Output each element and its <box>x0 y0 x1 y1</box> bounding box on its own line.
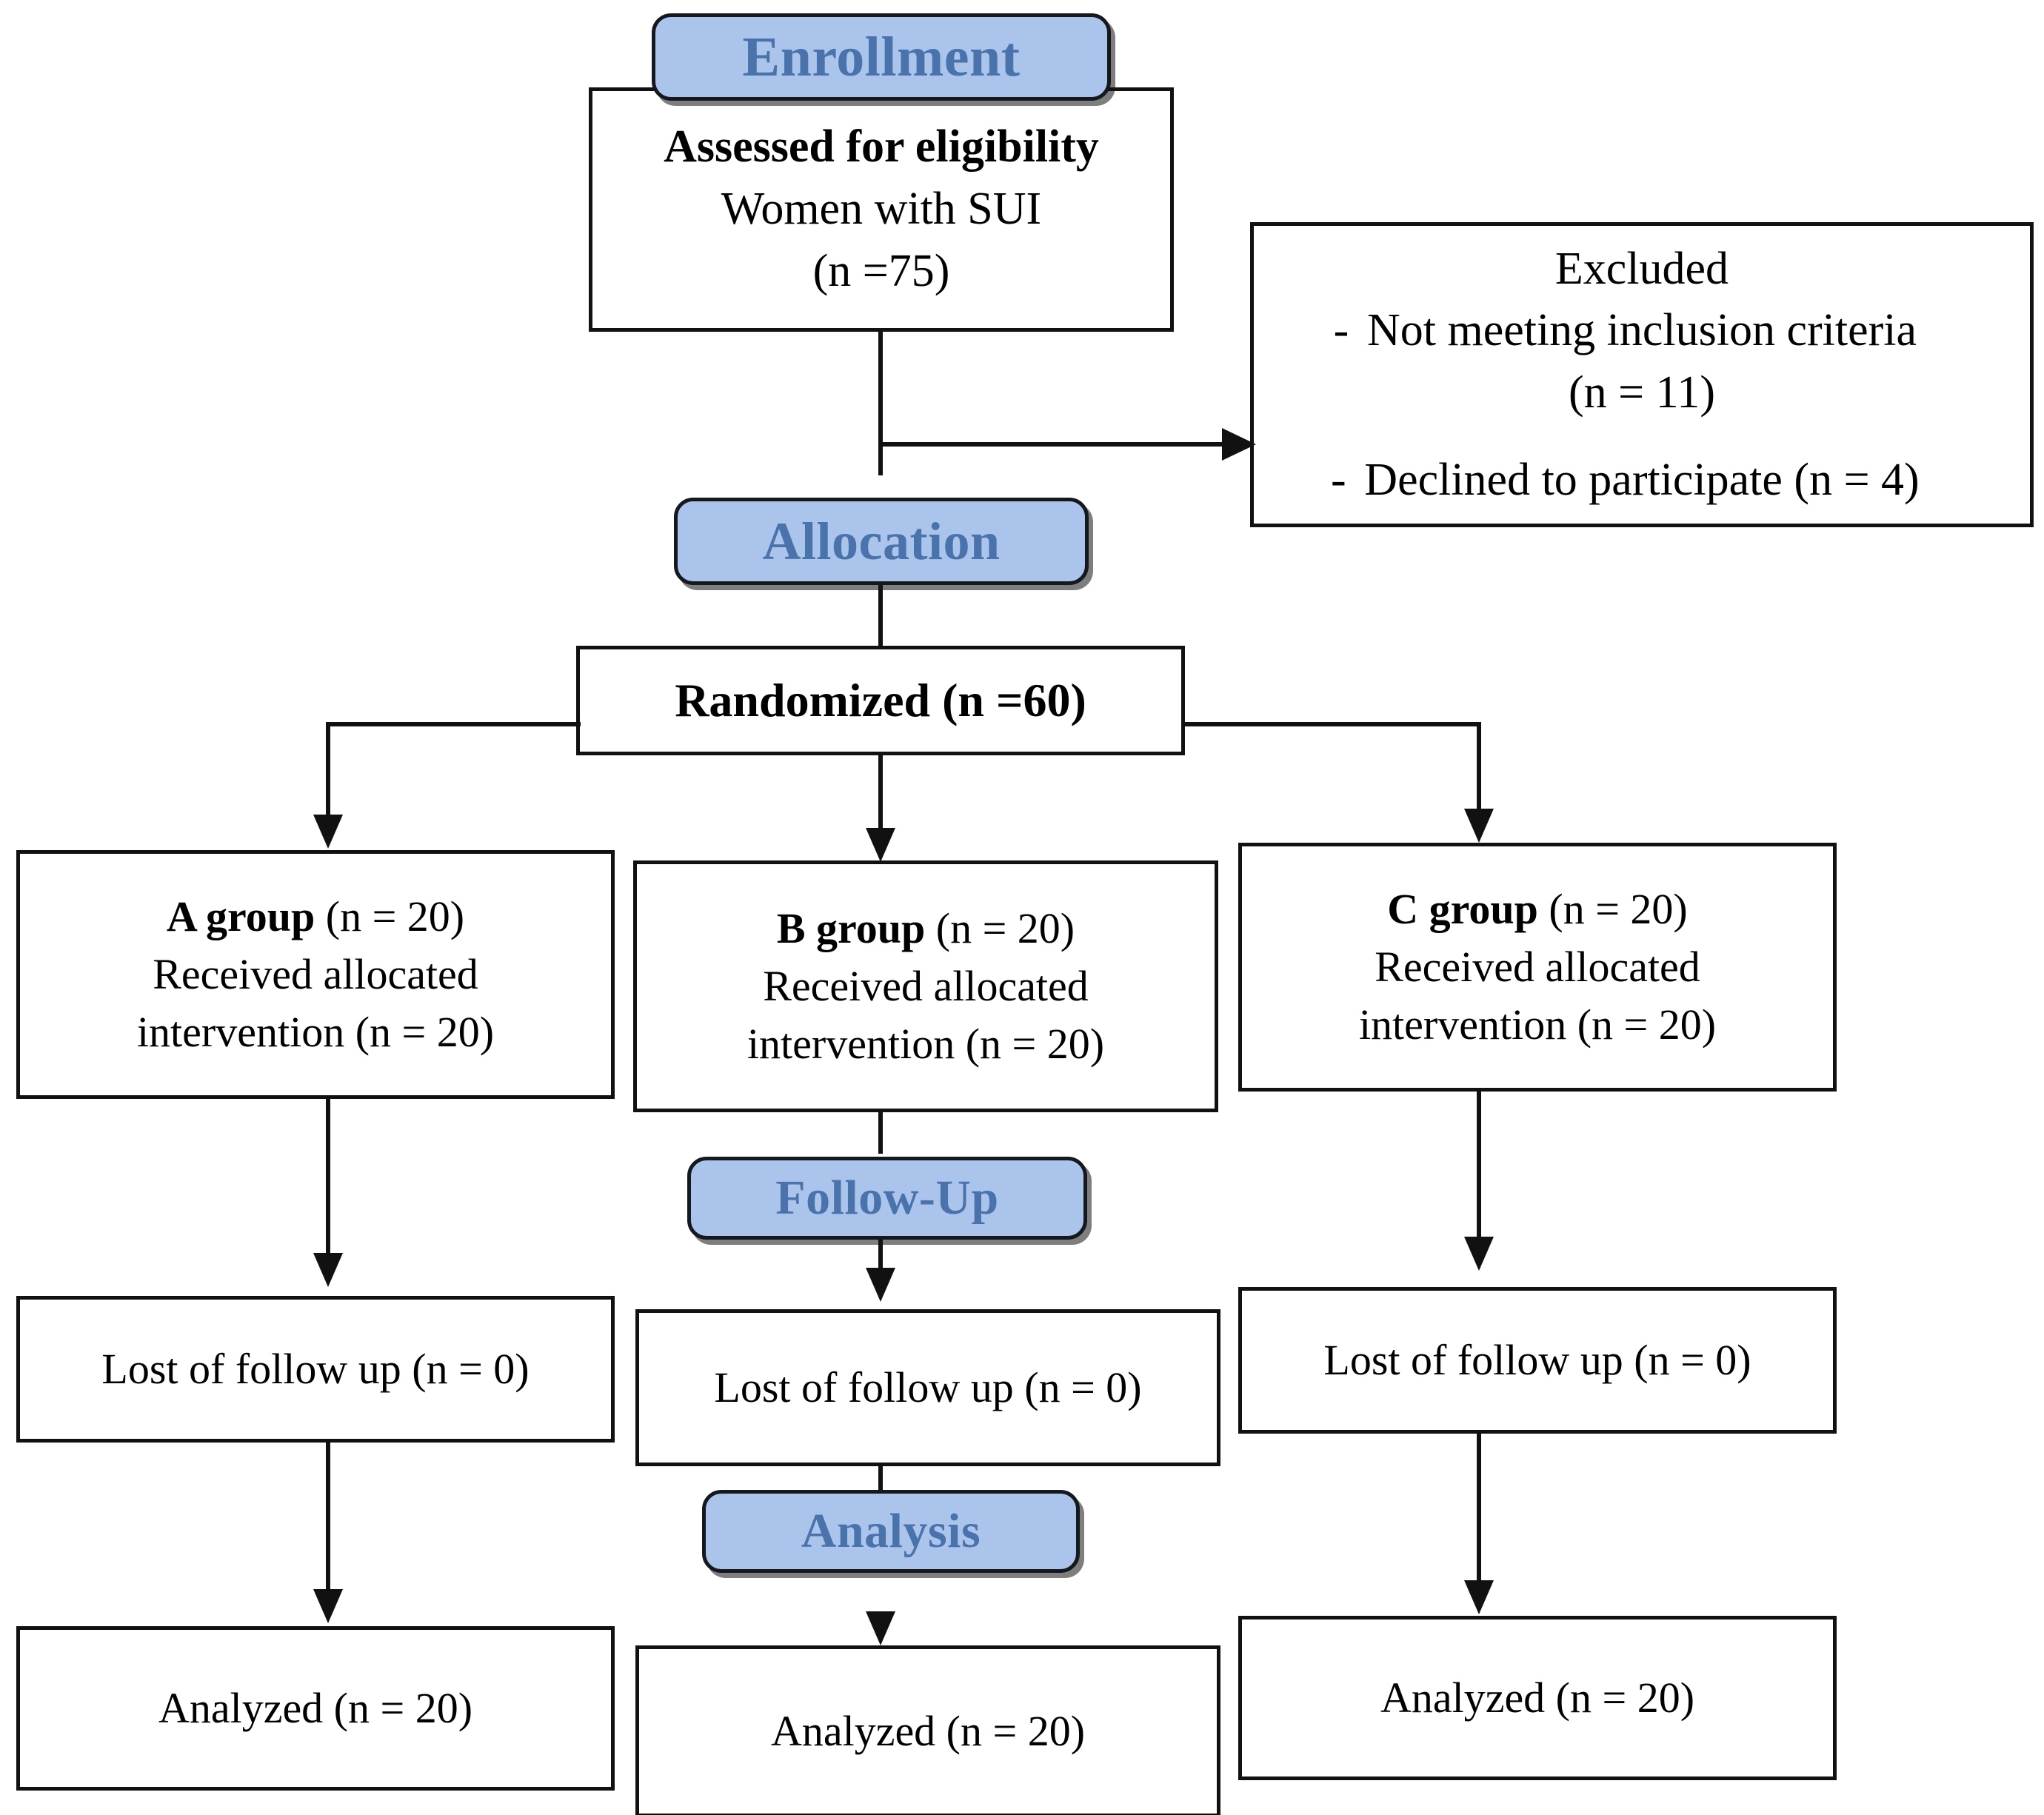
analyzed-b-label: Analyzed (n = 20) <box>770 1706 1086 1755</box>
lost-c-label: Lost of follow up (n = 0) <box>1323 1335 1751 1384</box>
connector-c-to-lost <box>1477 1092 1481 1240</box>
stage-label-followup: Follow-Up <box>775 1171 999 1225</box>
analyzed-c-label: Analyzed (n = 20) <box>1380 1673 1695 1722</box>
group-b-received-2: intervention (n = 20) <box>747 1020 1105 1069</box>
arrow-b-to-analyzed-icon <box>866 1611 895 1645</box>
connector-randomized-left <box>326 722 581 726</box>
arrow-c-to-lost-icon <box>1464 1237 1494 1271</box>
lost-followup-a-box: Lost of follow up (n = 0) <box>16 1296 615 1443</box>
stage-banner-allocation: Allocation <box>674 498 1089 585</box>
excluded-reason-1-text: Not meeting inclusion criteria <box>1366 305 1917 356</box>
assessed-heading: Assessed for eligibility <box>664 121 1099 173</box>
lost-b-label: Lost of follow up (n = 0) <box>714 1363 1142 1411</box>
arrow-c-to-analyzed-icon <box>1464 1580 1494 1614</box>
connector-allocation-to-randomized <box>878 585 883 649</box>
analyzed-a-label: Analyzed (n = 20) <box>158 1683 473 1732</box>
lost-followup-c-box: Lost of follow up (n = 0) <box>1238 1287 1837 1434</box>
excluded-heading: Excluded <box>1554 243 1729 294</box>
excluded-reason-1: - Not meeting inclusion criteria (n = 11… <box>1254 300 2030 424</box>
excluded-reason-2: - Declined to participate (n = 4) <box>1254 449 2030 512</box>
connector-branch-c <box>1477 722 1481 815</box>
group-c-heading: C group (n = 20) <box>1387 880 1687 938</box>
connector-branch-a <box>326 722 330 821</box>
excluded-box: Excluded - Not meeting inclusion criteri… <box>1250 222 2034 527</box>
connector-a-to-lost <box>326 1099 330 1257</box>
arrow-b-to-lost-icon <box>866 1268 895 1302</box>
population-line: Women with SUI <box>721 184 1042 235</box>
bullet-dash-icon-2: - <box>1330 454 1346 505</box>
analyzed-c-box: Analyzed (n = 20) <box>1238 1616 1837 1780</box>
group-c-received-1: Received allocated <box>1375 942 1700 991</box>
eligibility-count: (n =75) <box>812 245 950 296</box>
group-c-name: C group <box>1387 884 1538 933</box>
stage-label-analysis: Analysis <box>801 1504 981 1558</box>
analyzed-a-box: Analyzed (n = 20) <box>16 1626 615 1791</box>
group-b-received-1: Received allocated <box>763 961 1089 1010</box>
group-b-n: (n = 20) <box>925 903 1075 952</box>
randomized-box: Randomized (n =60) <box>576 646 1185 755</box>
arrow-a-to-analyzed-icon <box>313 1589 343 1623</box>
connector-lost-b-to-analysis <box>878 1466 883 1491</box>
group-a-n: (n = 20) <box>315 892 465 940</box>
connector-branch-b <box>878 754 883 835</box>
group-c-received-2: intervention (n = 20) <box>1358 1000 1717 1049</box>
connector-followup-to-lost-b <box>878 1240 883 1274</box>
group-b-box: B group (n = 20) Received allocated inte… <box>633 860 1218 1112</box>
analyzed-b-box: Analyzed (n = 20) <box>635 1645 1220 1815</box>
excluded-reason-1-count: (n = 11) <box>1569 367 1715 418</box>
arrow-to-group-b-icon <box>866 828 895 862</box>
group-a-box: A group (n = 20) Received allocated inte… <box>16 850 615 1099</box>
stage-banner-enrollment: Enrollment <box>652 13 1111 101</box>
connector-to-excluded <box>878 442 1226 447</box>
group-a-name: A group <box>166 892 315 940</box>
stage-label-allocation: Allocation <box>762 511 1001 571</box>
arrow-to-group-a-icon <box>313 815 343 849</box>
group-a-received-1: Received allocated <box>153 949 478 998</box>
arrow-to-group-c-icon <box>1464 809 1494 843</box>
randomized-label: Randomized (n =60) <box>675 673 1086 726</box>
group-c-box: C group (n = 20) Received allocated inte… <box>1238 843 1837 1092</box>
group-a-heading: A group (n = 20) <box>167 888 464 946</box>
connector-enrollment-stem <box>878 332 883 475</box>
stage-banner-analysis: Analysis <box>702 1490 1080 1573</box>
arrow-a-to-lost-icon <box>313 1253 343 1287</box>
group-b-name: B group <box>776 903 926 952</box>
assessed-for-eligibility-box: Assessed for eligibility Women with SUI … <box>589 87 1174 332</box>
excluded-reason-2-text: Declined to participate (n = 4) <box>1364 454 1920 505</box>
stage-banner-followup: Follow-Up <box>687 1157 1087 1240</box>
lost-a-label: Lost of follow up (n = 0) <box>101 1344 530 1393</box>
group-a-received-2: intervention (n = 20) <box>136 1008 495 1057</box>
stage-label-enrollment: Enrollment <box>742 25 1021 88</box>
lost-followup-b-box: Lost of follow up (n = 0) <box>635 1309 1220 1466</box>
connector-lost-a-to-analyzed <box>326 1443 330 1594</box>
connector-randomized-right <box>1182 722 1481 726</box>
connector-b-to-lost <box>878 1112 883 1154</box>
bullet-dash-icon: - <box>1333 305 1349 356</box>
connector-lost-c-to-analyzed <box>1477 1434 1481 1582</box>
group-c-n: (n = 20) <box>1537 884 1688 933</box>
group-b-heading: B group (n = 20) <box>777 900 1075 957</box>
arrow-to-excluded-icon <box>1222 428 1256 461</box>
